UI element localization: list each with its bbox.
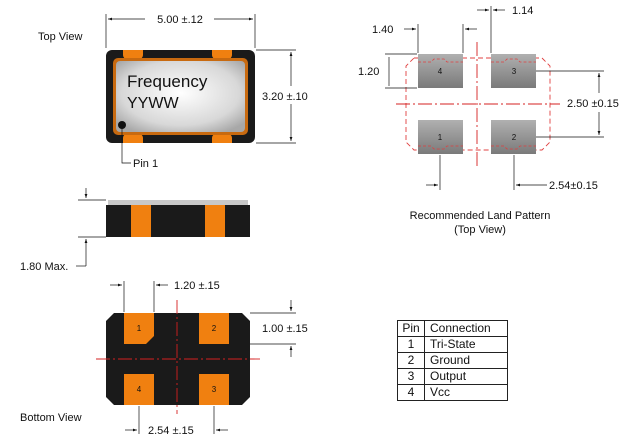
table-cell-connection: Vcc: [424, 384, 508, 401]
land-pad-2: [491, 120, 536, 154]
land-pattern-package-outline: [405, 57, 551, 151]
land-pad-outline-trace: [491, 145, 536, 150]
table-header-row: Pin Connection: [397, 320, 508, 337]
pin-connection-table: Pin Connection 1 Tri-State 2 Ground 3 Ou…: [397, 320, 508, 401]
bottom-view-pad-width-dimension: 1.20 ±.15: [110, 280, 220, 312]
bottom-view-pad-height-dimension: 1.00 ±.15: [250, 300, 308, 357]
land-vertical-pitch-dimension: 2.50 ±0.15: [536, 70, 619, 138]
bottom-pad-number: 2: [212, 324, 217, 333]
land-gap-label: 1.14: [512, 5, 533, 17]
land-pattern-subtitle: (Top View): [454, 224, 506, 236]
bottom-pad-number: 3: [212, 385, 217, 394]
top-view-title: Top View: [38, 31, 82, 43]
top-view-lid: [116, 61, 245, 132]
top-view: Top View 5.00 ±.12 3.20 ±.10 Frequency Y…: [38, 14, 308, 170]
land-vertical-pitch-label: 2.50 ±0.15: [567, 98, 619, 110]
marking-date-code: YYWW: [127, 95, 179, 112]
land-pad-height-dimension: 1.20: [358, 53, 417, 89]
side-view-height-dimension: 1.80 Max.: [20, 188, 106, 273]
land-pad-outline-trace: [418, 145, 463, 150]
table-cell-pin: 3: [397, 368, 425, 385]
land-pad-number: 4: [438, 67, 443, 76]
table-header-connection: Connection: [424, 320, 508, 337]
land-pattern-title: Recommended Land Pattern: [410, 210, 551, 222]
top-view-width-label: 5.00 ±.12: [157, 14, 203, 26]
land-pad-width-dimension: 1.40: [372, 24, 477, 53]
land-pad-1: [418, 120, 463, 154]
land-pad-width-label: 1.40: [372, 24, 393, 36]
bottom-view-title: Bottom View: [20, 412, 82, 424]
table-header-pin: Pin: [397, 320, 425, 337]
table-row: 3 Output: [397, 368, 508, 385]
land-pad-number: 3: [512, 67, 517, 76]
land-horizontal-pitch-label: 2.54±0.15: [549, 180, 598, 192]
pin1-leader: [121, 125, 131, 164]
table-cell-connection: Ground: [424, 352, 508, 369]
top-view-pad-tab: [212, 50, 232, 59]
table-cell-connection: Tri-State: [424, 336, 508, 353]
table-cell-pin: 2: [397, 352, 425, 369]
bottom-view-pitch-label: 2.54 ±.15: [148, 425, 194, 437]
bottom-view: Bottom View 1 2 3 4 1.20 ±.15 1.00: [20, 280, 308, 437]
land-pad-outline-trace: [491, 58, 536, 63]
side-view-height-label: 1.80 Max.: [20, 261, 68, 273]
bottom-pad-number: 1: [137, 324, 142, 333]
land-pad-height-label: 1.20: [358, 66, 379, 78]
side-view-pad: [205, 205, 225, 237]
side-view-pad: [131, 205, 151, 237]
table-cell-connection: Output: [424, 368, 508, 385]
table-cell-pin: 1: [397, 336, 425, 353]
bottom-pad-number: 4: [137, 385, 142, 394]
side-view-body: [106, 205, 250, 237]
land-pattern: 4 3 1 2 1.40 1.14 1.20: [358, 5, 619, 236]
pin1-label: Pin 1: [133, 158, 158, 170]
land-pad-number: 2: [512, 133, 517, 142]
land-horizontal-pitch-dimension: 2.54±0.15: [426, 155, 598, 192]
top-view-height-label: 3.20 ±.10: [262, 91, 308, 103]
bottom-view-pad-3: [199, 374, 229, 405]
top-view-pad-tab: [212, 134, 232, 143]
top-view-pad-tab: [123, 50, 143, 59]
top-view-width-dimension: 5.00 ±.12: [105, 14, 256, 48]
marking-frequency: Frequency: [127, 72, 208, 91]
table-row: 1 Tri-State: [397, 336, 508, 353]
top-view-height-dimension: 3.20 ±.10: [256, 49, 308, 144]
land-pad-number: 1: [438, 133, 443, 142]
land-pad-3: [491, 54, 536, 88]
land-pad-outline-trace: [418, 58, 463, 63]
top-view-pad-tab: [123, 134, 143, 143]
table-cell-pin: 4: [397, 384, 425, 401]
side-view-lid: [108, 200, 248, 205]
table-row: 2 Ground: [397, 352, 508, 369]
bottom-view-pad-height-label: 1.00 ±.15: [262, 323, 308, 335]
bottom-view-pad-4: [124, 374, 154, 405]
table-row: 4 Vcc: [397, 384, 508, 401]
land-pad-4: [418, 54, 463, 88]
bottom-view-pad-2: [199, 313, 229, 344]
bottom-view-pitch-dimension: 2.54 ±.15: [125, 406, 228, 437]
bottom-view-pad-width-label: 1.20 ±.15: [174, 280, 220, 292]
bottom-view-pad-1: [124, 313, 154, 344]
side-view: 1.80 Max.: [20, 188, 250, 273]
land-gap-dimension: 1.14: [477, 5, 533, 53]
